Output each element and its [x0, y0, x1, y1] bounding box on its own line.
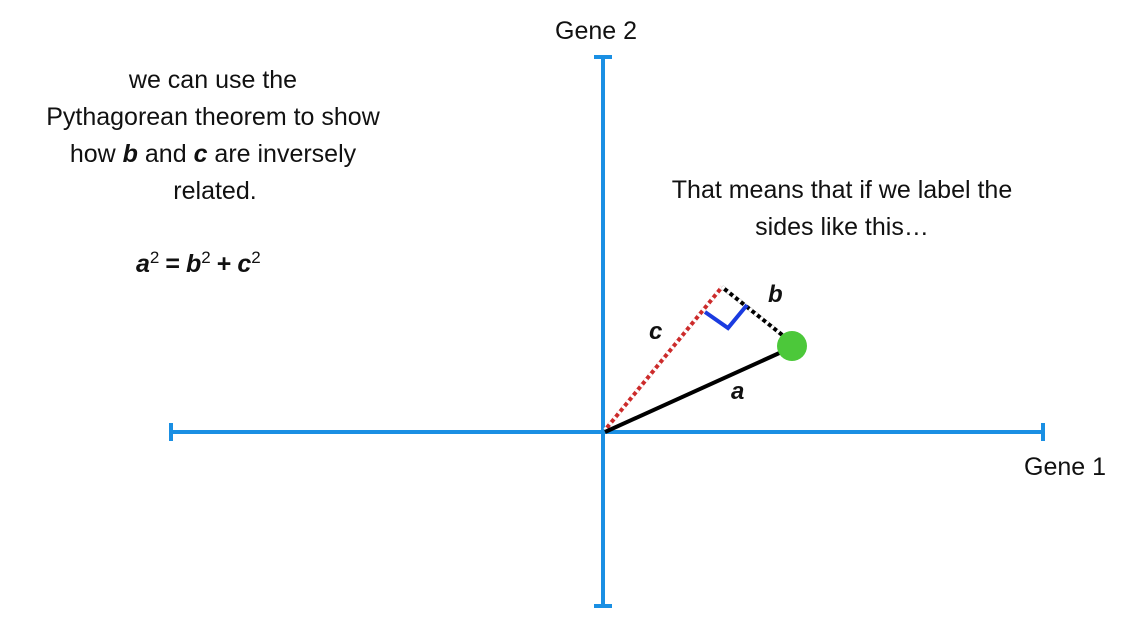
left-text-line-3: how b and c are inversely	[0, 136, 426, 173]
right-explanation: That means that if we label the sides li…	[620, 172, 1064, 246]
y-axis	[594, 55, 612, 608]
left-text-line-3-suffix: are inversely	[207, 140, 357, 168]
equation-plus: +	[216, 250, 232, 278]
left-text-line-1: we can use the	[128, 66, 298, 94]
right-text-line-2: sides like this…	[755, 213, 929, 241]
pythagorean-equation: a2=b2+c2	[136, 246, 261, 282]
equation-a-exponent: 2	[149, 248, 160, 267]
y-axis-label: Gene 2	[555, 17, 638, 45]
left-text-c: c	[193, 140, 208, 168]
side-a-line	[604, 348, 787, 434]
equation-b-exponent: 2	[201, 248, 211, 267]
left-text-line-3-prefix: how	[69, 140, 123, 168]
left-explanation: we can use the Pythagorean theorem to sh…	[0, 62, 426, 210]
left-text-line-4: related.	[173, 177, 257, 205]
equation-b: b	[185, 250, 202, 278]
side-label-b: b	[768, 281, 783, 308]
equation-c-exponent: 2	[251, 248, 261, 267]
x-axis-label: Gene 1	[1024, 453, 1107, 481]
side-c-line	[603, 285, 724, 432]
equation-c: c	[237, 250, 252, 278]
equation-a: a	[136, 250, 150, 278]
left-text-line-3-mid: and	[137, 140, 194, 168]
side-label-c: c	[649, 318, 663, 345]
side-label-a: a	[731, 378, 745, 405]
left-text-b: b	[122, 140, 138, 168]
data-point	[777, 331, 807, 361]
right-angle-marker	[703, 303, 749, 331]
right-text-line-1: That means that if we label the	[671, 176, 1013, 204]
equation-equals: =	[165, 250, 180, 278]
side-b-line	[720, 285, 788, 340]
left-text-line-2: Pythagorean theorem to show	[46, 103, 380, 131]
